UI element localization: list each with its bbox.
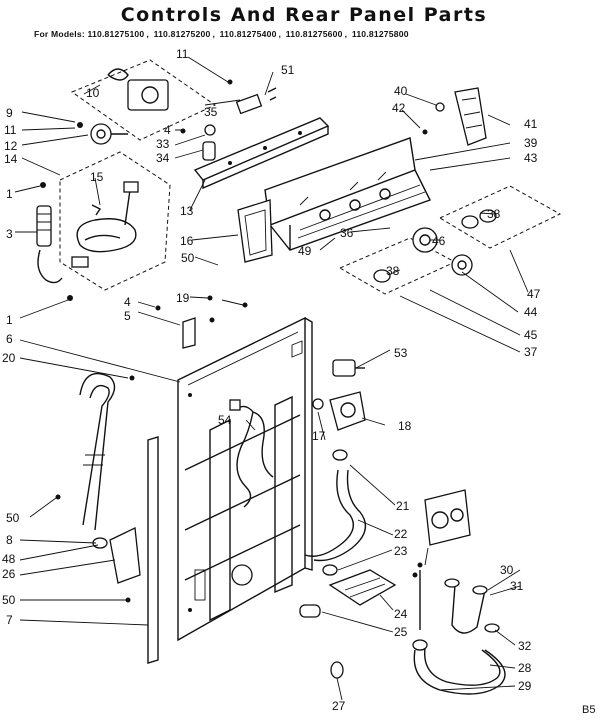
drain-pump-drawing [299, 569, 418, 618]
model-number: 110.81275800 [351, 29, 409, 39]
callout-7: 7 [6, 613, 13, 627]
callout-8: 8 [6, 533, 13, 547]
model-number: 110.81275400 [219, 29, 277, 39]
callout-21: 21 [396, 499, 410, 513]
callout-3: 3 [6, 227, 13, 241]
callout-32: 32 [518, 639, 532, 653]
side-rail-drawing [147, 436, 159, 664]
callout-42: 42 [392, 101, 406, 115]
callout-1-mid: 1 [6, 313, 13, 327]
model-list: For Models: 110.81275100, 110.81275200, … [34, 29, 409, 39]
model-number: 110.81275600 [285, 29, 343, 39]
callout-38-lower: 38 [386, 264, 400, 278]
callout-44: 44 [524, 305, 538, 319]
console-end-cap-drawing [237, 199, 273, 263]
callout-43: 43 [524, 151, 538, 165]
callout-27: 27 [332, 699, 346, 713]
callout-11-top: 11 [176, 47, 189, 61]
callout-19: 19 [176, 291, 190, 305]
callout-24: 24 [394, 607, 408, 621]
page-title: Controls And Rear Panel Parts [120, 4, 488, 26]
callout-5: 5 [124, 309, 131, 323]
callout-4-mid: 4 [124, 295, 131, 309]
hose-clamp-drawing [55, 494, 141, 603]
callout-18: 18 [398, 419, 412, 433]
callout-20: 20 [2, 351, 16, 365]
callout-22: 22 [394, 527, 408, 541]
callout-41: 41 [524, 117, 538, 131]
inner-hose-drawing [304, 449, 367, 576]
callout-26: 26 [2, 567, 16, 581]
callout-16: 16 [180, 234, 194, 248]
callout-31: 31 [510, 579, 524, 593]
callout-37: 37 [524, 345, 538, 359]
drain-hose-drawing [79, 372, 116, 531]
callout-23: 23 [394, 544, 408, 558]
callout-17: 17 [312, 429, 326, 443]
callout-49: 49 [298, 244, 312, 258]
callout-47: 47 [527, 287, 541, 301]
leader-lines [14, 56, 529, 701]
callout-53: 53 [394, 346, 408, 360]
callout-6: 6 [6, 332, 13, 346]
panel-fasteners-drawing [129, 295, 248, 381]
callout-1-top: 1 [6, 187, 13, 201]
callout-33: 33 [156, 137, 170, 151]
callout-39: 39 [524, 136, 538, 150]
timer-assembly-drawing [70, 59, 217, 145]
callout-48: 48 [2, 552, 16, 566]
callout-54: 54 [218, 413, 232, 427]
callout-34: 34 [156, 151, 170, 165]
callout-30: 30 [500, 563, 514, 577]
callout-50-bottom: 50 [2, 593, 16, 607]
control-console-drawing [264, 137, 431, 251]
callout-4-top: 4 [164, 123, 171, 137]
corner-code: B5 [582, 704, 596, 716]
callout-15: 15 [90, 170, 104, 184]
callout-45: 45 [524, 328, 538, 342]
right-bracket-drawing [422, 87, 487, 146]
callout-14: 14 [4, 152, 18, 166]
panel-wiring-drawing [229, 399, 274, 508]
wiring-harness-drawing [59, 151, 171, 291]
callout-38-upper: 38 [487, 207, 501, 221]
callout-29: 29 [518, 679, 532, 693]
water-valve-drawing [417, 489, 471, 630]
callout-35: 35 [204, 105, 218, 119]
callout-labels: 11 51 10 35 9 11 4 33 12 34 14 15 1 13 3… [2, 47, 541, 713]
callout-28: 28 [518, 661, 532, 675]
callout-12: 12 [4, 139, 18, 153]
model-number: 110.81275200 [153, 29, 211, 39]
pressure-switch-drawing [312, 359, 366, 431]
knob-group-drawing [338, 185, 562, 295]
callout-36: 36 [340, 226, 354, 240]
callout-50-mid: 50 [181, 251, 195, 265]
callout-11-left: 11 [4, 123, 17, 137]
model-number: 110.81275100 [87, 29, 145, 39]
callout-25: 25 [394, 625, 408, 639]
callout-10: 10 [86, 86, 100, 100]
callout-40: 40 [394, 84, 408, 98]
small-hardware-drawing [180, 79, 277, 161]
callout-46: 46 [432, 234, 446, 248]
callout-51: 51 [281, 63, 295, 77]
callout-13: 13 [180, 204, 194, 218]
rear-panel-drawing [177, 316, 313, 642]
left-hardware-drawing [36, 182, 73, 301]
callout-50-left: 50 [6, 511, 20, 525]
models-prefix: For Models: [34, 29, 85, 39]
callout-9: 9 [6, 106, 13, 120]
